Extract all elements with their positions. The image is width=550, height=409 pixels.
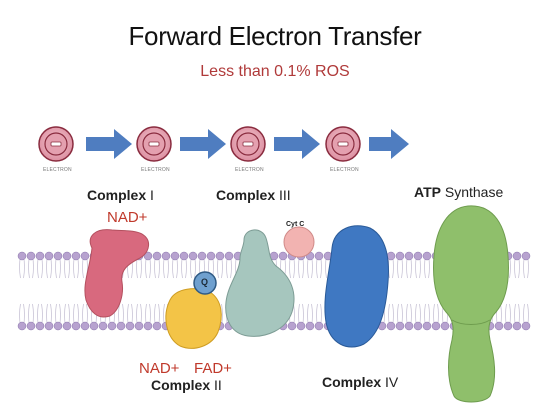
complex-1-number: I <box>150 187 154 203</box>
complex-2-word: Complex <box>151 377 211 393</box>
atp-word: ATP <box>414 184 441 200</box>
atp-synthase-waist <box>451 319 491 325</box>
electron-2-label: ELECTRON <box>141 167 170 173</box>
cytochrome-c-shape <box>283 226 315 258</box>
arrow-1 <box>86 129 132 159</box>
electron-4-label: ELECTRON <box>330 167 359 173</box>
ubiquinone-q-shape <box>193 271 217 295</box>
nad-plus-top-label: NAD+ <box>107 209 148 226</box>
complex-2-number: II <box>214 377 222 393</box>
arrow-2 <box>180 129 226 159</box>
atp-synthase-shape <box>433 205 509 403</box>
diagram-subtitle: Less than 0.1% ROS <box>200 63 350 80</box>
diagram-title: Forward Electron Transfer <box>128 21 422 51</box>
nad-plus-bottom-label: NAD+ <box>139 360 180 377</box>
fad-plus-label: FAD+ <box>194 360 232 377</box>
atp-rest: Synthase <box>444 184 504 200</box>
complex-4-label: Complex IV <box>322 374 398 390</box>
electron-3-label: ELECTRON <box>235 167 264 173</box>
complex-1-word: Complex <box>87 187 147 203</box>
electron-1-label: ELECTRON <box>43 167 72 173</box>
atp-synthase-label: ATP Synthase <box>414 184 503 200</box>
arrow-4 <box>369 129 409 159</box>
electron-4 <box>325 126 361 162</box>
arrow-3 <box>274 129 320 159</box>
electron-3 <box>230 126 266 162</box>
complex-3-shape <box>225 229 295 337</box>
complex-3-label: Complex III <box>216 187 291 203</box>
electron-2 <box>136 126 172 162</box>
complex-3-word: Complex <box>216 187 276 203</box>
complex-4-word: Complex <box>322 374 382 390</box>
complex-4-number: IV <box>385 374 399 390</box>
complex-2-label: Complex II <box>151 377 222 393</box>
complex-2-shape <box>165 288 222 349</box>
complex-3-number: III <box>279 187 291 203</box>
complex-1-label: Complex I <box>87 187 154 203</box>
complex-4-shape <box>324 225 389 348</box>
complex-1-shape <box>84 229 149 318</box>
cyt-c-label: Cyt C <box>286 221 305 228</box>
electron-1 <box>38 126 74 162</box>
q-label: Q <box>201 277 209 287</box>
